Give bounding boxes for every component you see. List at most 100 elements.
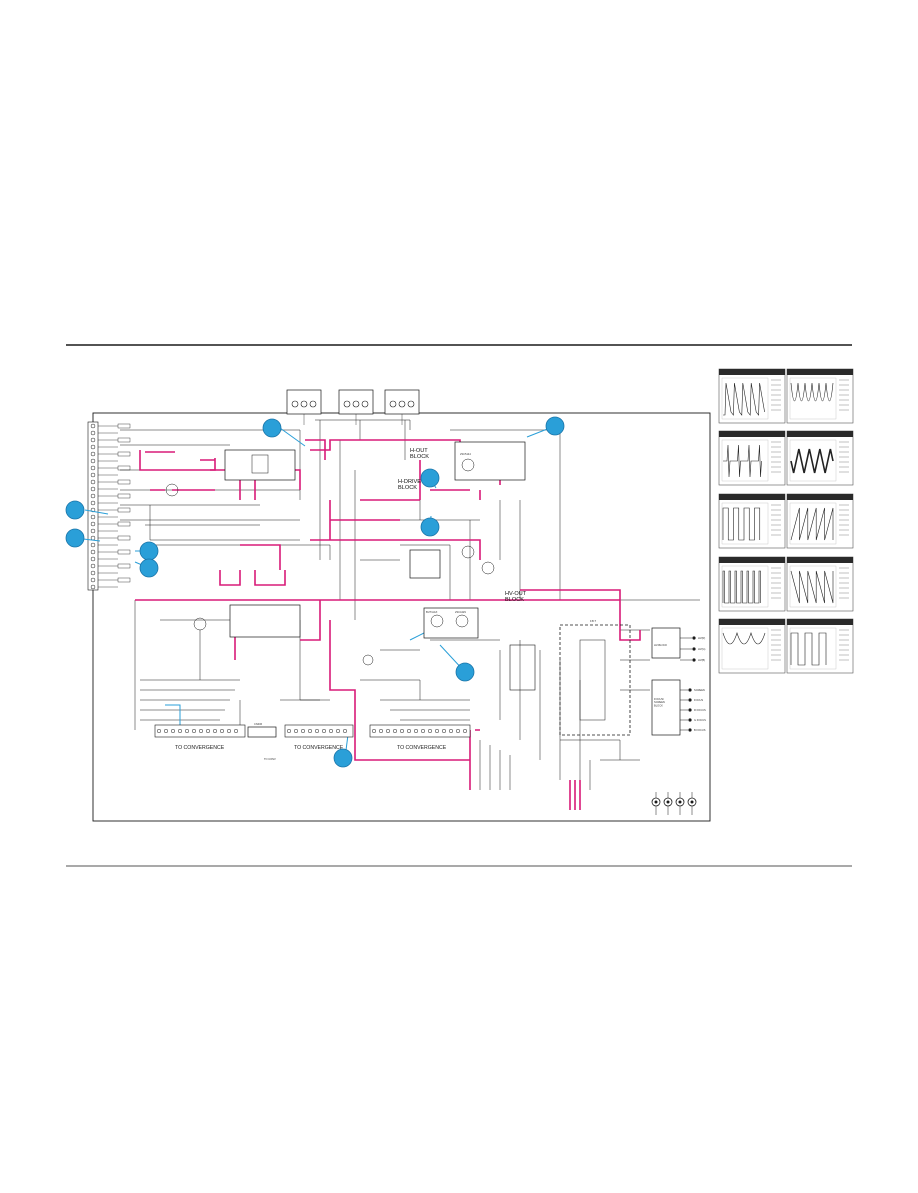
hv-block-box [651,627,681,659]
terminal-pin [184,728,190,734]
ic-convergence [229,604,301,638]
terminal-pin [300,728,306,734]
q-drive-3 [481,561,495,575]
q-drive [165,483,179,497]
terminal-pin [314,728,320,734]
left-strip-pin [90,528,96,534]
left-strip-pin [90,507,96,513]
left-strip-pin [90,577,96,583]
callout-circle [333,748,353,768]
top-module-pin [309,400,317,408]
hv-port-dot [692,658,696,662]
left-strip-pin [90,486,96,492]
left-strip-pin [90,444,96,450]
top-module [286,389,322,415]
ic-blocks [165,441,681,738]
scope-header [719,369,785,375]
label-to-convergence-2: TO CONVERGENCE [294,745,344,751]
label-to-convergence-3: TO CONVERGENCE [397,745,447,751]
t-focus-line: FOCUS/ [654,697,664,701]
left-strip-resistor [117,535,131,541]
left-strip-pin [90,465,96,471]
left-strip-pin [90,549,96,555]
terminal-pin [413,728,419,734]
callout-circle [545,416,565,436]
hv-port-label: HV(B) [698,658,705,662]
scope-header [787,431,853,437]
scope-screen [789,439,837,482]
focus-port-label: G FOCUS [694,718,706,722]
terminal-pin [293,728,299,734]
callout-circle [420,468,440,488]
t-hout-line: H-OUT [410,448,428,454]
callouts [65,416,565,768]
terminal-pin [170,728,176,734]
label-hv-part-b: 2SC4429 [455,610,466,614]
scope-screen [789,502,837,545]
left-strip-pin [90,556,96,562]
scope-waveform [722,632,766,645]
terminal-pin [226,728,232,734]
left-connector-strip [87,421,131,591]
top-module-pin [300,400,308,408]
left-strip-pin [90,542,96,548]
hv-transistor-a [430,614,444,628]
anode-terminals [651,792,697,815]
left-strip-resistor [117,493,131,499]
anode-core [690,800,694,804]
terminal-pin [399,728,405,734]
scope-header [787,494,853,500]
hv-transistor-b [455,614,469,628]
scope-waveform [722,570,761,604]
top-connector-modules [286,389,420,425]
terminal-pin [191,728,197,734]
t-hout-line: BLOCK [410,454,429,460]
anode-core [678,800,682,804]
terminal-pin [378,728,384,734]
terminal-pin [321,728,327,734]
scope-header [787,619,853,625]
terminal-pin [406,728,412,734]
scope-frame [718,368,786,424]
left-strip-pin [90,430,96,436]
left-strip-resistor [117,549,131,555]
scope-waveform [790,507,834,541]
terminal-pin [371,728,377,734]
top-module-pin [407,400,415,408]
scope-screen [721,439,769,482]
left-strip-pin [90,493,96,499]
terminal-pin [205,728,211,734]
left-strip-pin [90,437,96,443]
terminal-pin [212,728,218,734]
focus-port-dot [688,718,692,722]
label-cn406: CN406 [254,722,263,726]
callout-circle [65,500,85,520]
scope-waveform [790,382,834,402]
terminal-pin [434,728,440,734]
terminal-pin [156,728,162,734]
ic-vertical-inner [251,454,269,474]
left-strip-pin [90,570,96,576]
hv-port-dot [692,636,696,640]
callout-circle [262,418,282,438]
terminal-pin [286,728,292,734]
top-module-pin [398,400,406,408]
focus-port-dot [688,698,692,702]
terminal-strip [369,724,471,738]
callout-circle [65,528,85,548]
terminal-pin [307,728,313,734]
callout-circle [139,541,159,561]
callout-circle [420,517,440,537]
terminal-pin [177,728,183,734]
ic-hv-out [423,607,479,639]
terminal-pin [448,728,454,734]
label-fbt: F.B.T [590,619,596,623]
scope-frame [786,618,854,674]
left-strip-pin [90,451,96,457]
